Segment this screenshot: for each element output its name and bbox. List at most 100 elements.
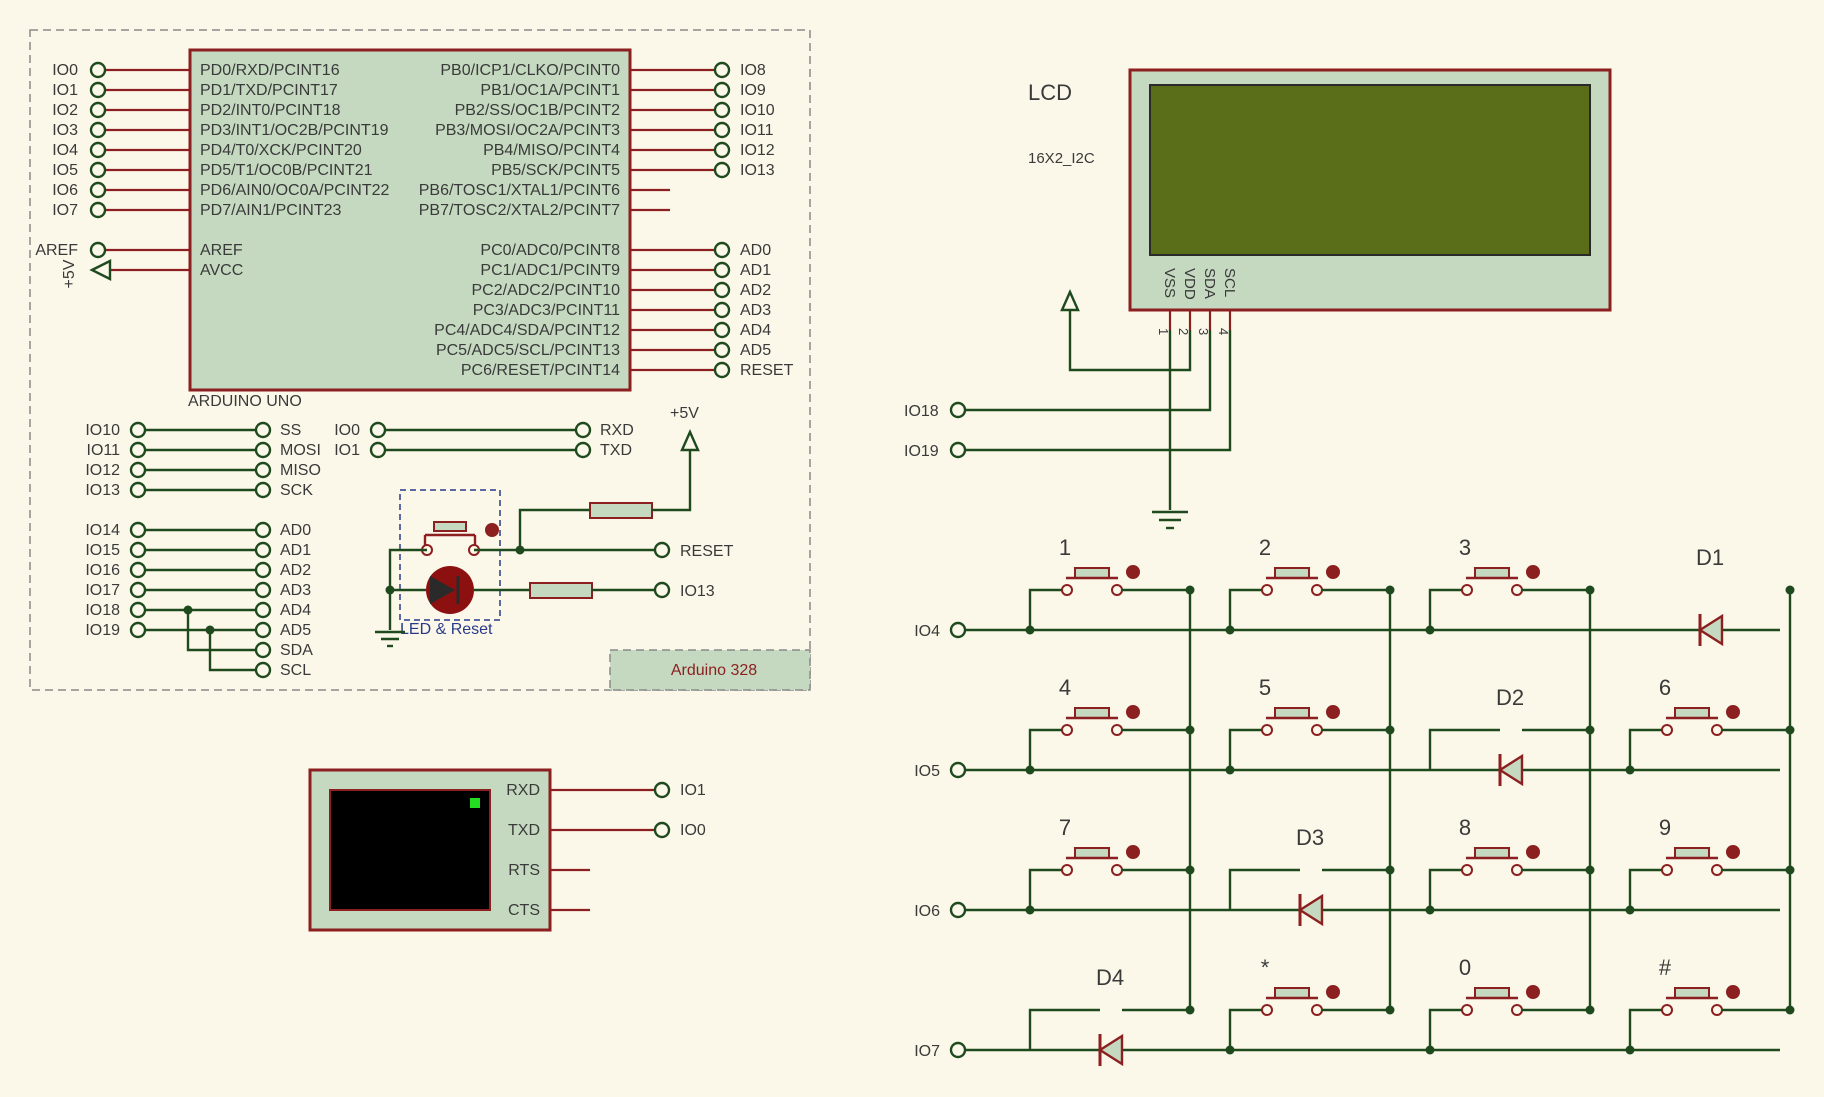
key-pin — [1711, 864, 1723, 876]
diode-icon — [1297, 893, 1324, 927]
key-indicator-icon — [1526, 565, 1540, 579]
alias-net-label: IO10 — [85, 422, 120, 439]
alias-net-label: IO11 — [87, 442, 121, 459]
wire — [1228, 588, 1262, 630]
key-label: # — [1659, 955, 1672, 980]
io-terminal — [89, 161, 107, 179]
key-pin — [1461, 584, 1473, 596]
io-terminal — [713, 361, 731, 379]
lcd-screen — [1149, 84, 1591, 256]
key-pin — [1661, 724, 1673, 736]
chip-pin-label: PB0/ICP1/CLKO/PCINT0 — [440, 62, 620, 79]
io-net-label: IO8 — [740, 62, 766, 79]
junction-dot — [1425, 625, 1435, 635]
net-terminal — [254, 641, 272, 659]
terminal-pin-label: CTS — [508, 902, 540, 919]
chip-pin-label: PC5/ADC5/SCL/PCINT13 — [436, 342, 620, 359]
terminal-net-label: IO1 — [680, 782, 706, 799]
avcc-net-label: +5V — [61, 259, 78, 288]
chip-pin-label: PB5/SCK/PCINT5 — [491, 162, 620, 179]
alias-net-label: IO16 — [85, 562, 120, 579]
io-net-label: IO7 — [52, 202, 78, 219]
keypad-key-button[interactable] — [1274, 707, 1310, 719]
terminal-pin-label: RTS — [508, 862, 540, 879]
keypad-key-button[interactable] — [1074, 567, 1110, 579]
junction-dot — [1385, 585, 1395, 595]
key-label: 3 — [1459, 535, 1471, 560]
diode-label: D3 — [1296, 825, 1324, 850]
keypad-key-button[interactable] — [1474, 567, 1510, 579]
io-terminal — [713, 281, 731, 299]
key-pin — [1461, 864, 1473, 876]
io-net-label: IO3 — [52, 122, 78, 139]
keypad-key-button[interactable] — [1474, 987, 1510, 999]
terminal-net-label: IO0 — [680, 822, 706, 839]
io-terminal — [713, 261, 731, 279]
junction-dot — [1225, 1045, 1235, 1055]
key-pin — [1311, 584, 1323, 596]
arduino-sheet: Arduino 328 — [29, 29, 811, 691]
aref-terminal — [89, 241, 107, 259]
keypad-row-label: IO5 — [914, 763, 940, 780]
io-net-label: IO11 — [740, 122, 774, 139]
lcd-pin-number: 4 — [1216, 328, 1231, 335]
aref-net-label: AREF — [35, 242, 78, 259]
net-terminal — [129, 461, 147, 479]
keypad-key-button[interactable] — [1274, 987, 1310, 999]
chip-pin-label: PC4/ADC4/SDA/PCINT12 — [434, 322, 620, 339]
junction-dot — [1225, 765, 1235, 775]
keypad-row-label: IO6 — [914, 903, 940, 920]
lcd-scl-net-label: IO19 — [904, 443, 939, 460]
net-terminal — [254, 521, 272, 539]
keypad-key-button[interactable] — [1674, 847, 1710, 859]
net-terminal — [129, 581, 147, 599]
junction-dot — [1625, 765, 1635, 775]
key-pin — [1711, 724, 1723, 736]
key-label: 9 — [1659, 815, 1671, 840]
key-label: * — [1261, 955, 1270, 980]
alias-net-label: RXD — [600, 422, 634, 439]
alias-net-label: TXD — [600, 442, 632, 459]
chip-pin-label: PD4/T0/XCK/PCINT20 — [200, 142, 362, 159]
junction-dot — [1785, 865, 1795, 875]
net-terminal — [369, 441, 387, 459]
chip-pin-label: PB1/OC1A/PCINT1 — [480, 82, 620, 99]
key-label: 2 — [1259, 535, 1271, 560]
alias-net-label: IO12 — [85, 462, 120, 479]
chip-pin-label: PD5/T1/OC0B/PCINT21 — [200, 162, 373, 179]
chip-pin-label: PC1/ADC1/PCINT9 — [480, 262, 620, 279]
alias-net-label: IO18 — [85, 602, 120, 619]
terminal-pin-label: RXD — [506, 782, 540, 799]
wire — [1428, 588, 1462, 630]
junction-dot — [1025, 625, 1035, 635]
alias-net-label: SDA — [280, 642, 313, 659]
key-pin — [1511, 1004, 1523, 1016]
alias-net-label: AD2 — [280, 562, 311, 579]
io-terminal — [713, 161, 731, 179]
io-terminal — [713, 341, 731, 359]
chip-pin-label: AVCC — [200, 262, 243, 279]
keypad-key-button[interactable] — [1274, 567, 1310, 579]
lcd-pin-number: 3 — [1196, 328, 1211, 335]
key-pin — [1311, 1004, 1323, 1016]
keypad-row-label: IO7 — [914, 1043, 940, 1060]
io-terminal — [89, 101, 107, 119]
io-terminal — [89, 201, 107, 219]
terminal-pin-label: TXD — [508, 822, 540, 839]
keypad-key-button[interactable] — [1474, 847, 1510, 859]
keypad-key-button[interactable] — [1074, 707, 1110, 719]
key-indicator-icon — [1126, 845, 1140, 859]
keypad-row-terminal — [949, 761, 967, 779]
wire — [1228, 1008, 1262, 1050]
keypad-key-button[interactable] — [1074, 847, 1110, 859]
net-terminal — [254, 441, 272, 459]
key-pin — [1261, 724, 1273, 736]
alias-net-label: IO17 — [85, 582, 120, 599]
io-net-label: AD0 — [740, 242, 771, 259]
keypad-key-button[interactable] — [1674, 707, 1710, 719]
io-terminal — [89, 121, 107, 139]
keypad-key-button[interactable] — [1674, 987, 1710, 999]
